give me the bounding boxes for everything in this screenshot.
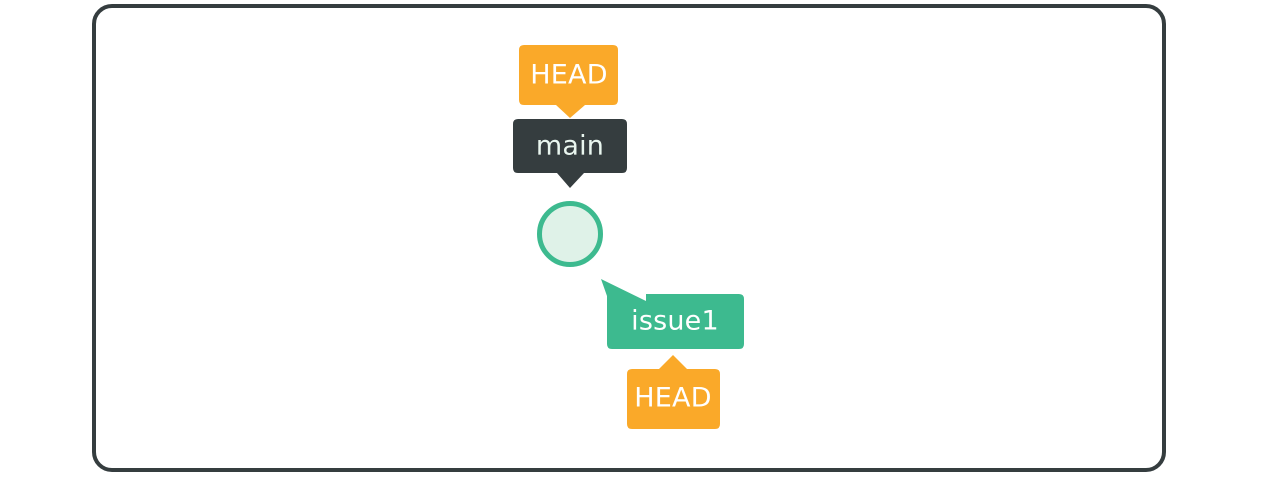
branch-tag-issue1-bubble: [601, 279, 744, 349]
branch-tag-main[interactable]: main: [513, 119, 627, 188]
head-tag-issue1-bubble: [627, 355, 720, 429]
branch-tag-issue1-label: issue1: [631, 306, 719, 337]
head-tag-issue1[interactable]: HEAD: [627, 355, 720, 429]
commit-node[interactable]: [537, 201, 603, 267]
diagram-frame: [92, 4, 1166, 472]
head-tag-main-label: HEAD: [530, 60, 607, 91]
head-tag-issue1-label: HEAD: [634, 383, 711, 414]
head-tag-main-bubble: [519, 45, 618, 118]
branch-tag-issue1[interactable]: issue1: [601, 279, 744, 349]
head-tag-main[interactable]: HEAD: [519, 45, 618, 118]
branch-tag-main-label: main: [536, 131, 604, 162]
branch-tag-main-bubble: [513, 119, 627, 188]
